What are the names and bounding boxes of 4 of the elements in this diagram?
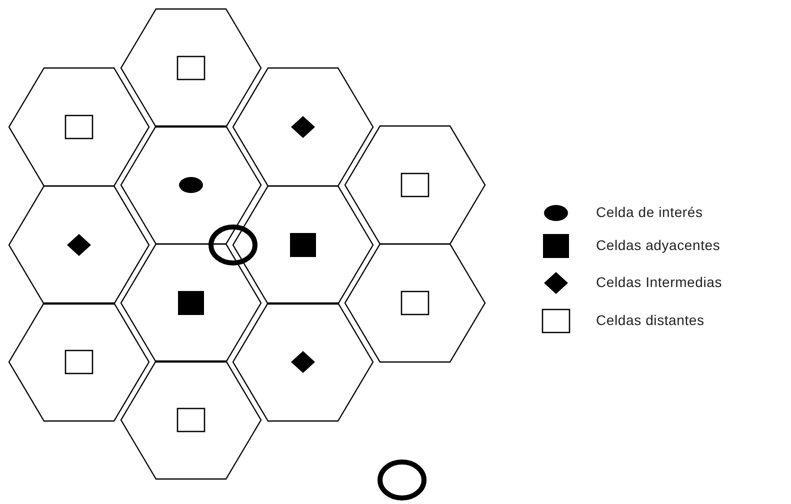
legend-label: Celdas distantes — [596, 312, 704, 328]
legend-label: Celdas adyacentes — [596, 237, 720, 253]
legend-label: Celdas Intermedias — [596, 274, 722, 290]
legend-label: Celda de interés — [596, 204, 703, 220]
